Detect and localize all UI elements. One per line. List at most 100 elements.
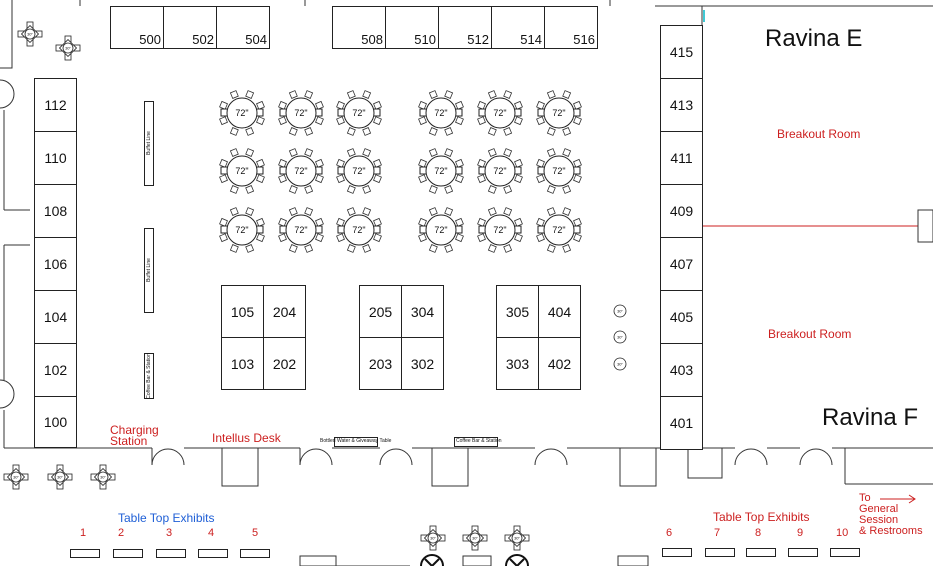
chair: [373, 100, 382, 110]
booth-504[interactable]: 504: [216, 6, 270, 49]
round-table-1[interactable]: 72": [219, 90, 265, 136]
booth-303[interactable]: 303: [496, 337, 539, 390]
round-table-17[interactable]: 72": [477, 207, 523, 253]
booth-403[interactable]: 403: [660, 343, 703, 397]
booth-512[interactable]: 512: [438, 6, 492, 49]
exhibit-number-6: 6: [666, 527, 673, 539]
chair: [546, 127, 556, 136]
booth-510[interactable]: 510: [385, 6, 439, 49]
water-giveaway-table[interactable]: [334, 437, 378, 447]
booth-404[interactable]: 404: [538, 285, 581, 338]
round-table-10[interactable]: 72": [418, 148, 464, 194]
exhibit-table-6[interactable]: [662, 548, 692, 557]
round-table-6[interactable]: 72": [536, 90, 582, 136]
chair: [278, 116, 287, 126]
booth-305[interactable]: 305: [496, 285, 539, 338]
booth-103[interactable]: 103: [221, 337, 264, 390]
cocktail-table-6[interactable]: 30": [420, 525, 446, 551]
booth-102[interactable]: 102: [34, 343, 77, 397]
cocktail-table-11[interactable]: 30": [613, 357, 627, 371]
exhibit-table-8[interactable]: [746, 548, 776, 557]
cocktail-table-10[interactable]: 30": [613, 330, 627, 344]
chair: [536, 233, 545, 243]
booth-204[interactable]: 204: [263, 285, 306, 338]
chair: [536, 158, 545, 168]
cocktail-table-7[interactable]: 30": [462, 525, 488, 551]
chair: [444, 244, 454, 253]
coffee-station-table-label: Coffee Bar & Station: [456, 438, 502, 444]
chair: [245, 207, 255, 216]
round-table-7[interactable]: 72": [219, 148, 265, 194]
chair: [288, 244, 298, 253]
chair: [546, 244, 556, 253]
booth-401[interactable]: 401: [660, 396, 703, 450]
round-table-18[interactable]: 72": [536, 207, 582, 253]
table-size-label: 72": [294, 108, 307, 118]
round-table-14[interactable]: 72": [278, 207, 324, 253]
booth-205[interactable]: 205: [359, 285, 402, 338]
cocktail-table-5[interactable]: 30": [90, 464, 116, 490]
buffet-line-lower[interactable]: [144, 228, 154, 313]
round-table-9[interactable]: 72": [336, 148, 382, 194]
cocktail-table-2[interactable]: 30": [55, 35, 81, 61]
chair: [245, 244, 255, 253]
booth-108[interactable]: 108: [34, 184, 77, 238]
round-table-11[interactable]: 72": [477, 148, 523, 194]
booth-502[interactable]: 502: [163, 6, 217, 49]
round-table-13[interactable]: 72": [219, 207, 265, 253]
chair: [573, 100, 582, 110]
coffee-station-table[interactable]: [454, 437, 498, 447]
exhibit-table-9[interactable]: [788, 548, 818, 557]
table-size-label: 72": [235, 166, 248, 176]
chair: [304, 148, 314, 157]
booth-203[interactable]: 203: [359, 337, 402, 390]
booth-100[interactable]: 100: [34, 396, 77, 448]
booth-516[interactable]: 516: [544, 6, 598, 49]
booth-112[interactable]: 112: [34, 78, 77, 132]
chair: [304, 90, 314, 99]
cocktail-table-3[interactable]: 30": [3, 464, 29, 490]
round-table-2[interactable]: 72": [278, 90, 324, 136]
exhibit-table-7[interactable]: [705, 548, 735, 557]
directions-line-1: To: [859, 492, 871, 504]
exhibit-table-2[interactable]: [113, 549, 143, 558]
booth-110[interactable]: 110: [34, 131, 77, 185]
booth-514[interactable]: 514: [491, 6, 545, 49]
exhibit-table-5[interactable]: [240, 549, 270, 558]
exhibit-table-10[interactable]: [830, 548, 860, 557]
exhibit-number-2: 2: [118, 527, 125, 539]
booth-405[interactable]: 405: [660, 290, 703, 344]
booth-411[interactable]: 411: [660, 131, 703, 185]
round-table-15[interactable]: 72": [336, 207, 382, 253]
cocktail-table-9[interactable]: 30": [613, 304, 627, 318]
booth-304[interactable]: 304: [401, 285, 444, 338]
table-top: [62, 42, 74, 54]
round-table-5[interactable]: 72": [477, 90, 523, 136]
table-size-label: 72": [352, 108, 365, 118]
booth-302[interactable]: 302: [401, 337, 444, 390]
round-table-8[interactable]: 72": [278, 148, 324, 194]
cocktail-table-8[interactable]: 30": [504, 525, 530, 551]
booth-500[interactable]: 500: [110, 6, 164, 49]
round-table-3[interactable]: 72": [336, 90, 382, 136]
buffet-line-upper[interactable]: [144, 101, 154, 186]
booth-508[interactable]: 508: [332, 6, 386, 49]
table-top: [613, 304, 627, 318]
booth-402[interactable]: 402: [538, 337, 581, 390]
coffee-station-vertical[interactable]: [144, 353, 154, 399]
table-top: [285, 97, 317, 129]
booth-202[interactable]: 202: [263, 337, 306, 390]
table-top: [511, 532, 523, 544]
exhibit-table-3[interactable]: [156, 549, 186, 558]
chair: [573, 116, 582, 126]
exhibit-number-8: 8: [755, 527, 762, 539]
round-table-16[interactable]: 72": [418, 207, 464, 253]
cocktail-table-4[interactable]: 30": [47, 464, 73, 490]
booth-407[interactable]: 407: [660, 237, 703, 291]
round-table-4[interactable]: 72": [418, 90, 464, 136]
chair: [362, 185, 372, 194]
exhibit-table-4[interactable]: [198, 549, 228, 558]
cocktail-table-1[interactable]: 30": [17, 21, 43, 47]
round-table-12[interactable]: 72": [536, 148, 582, 194]
exhibit-table-1[interactable]: [70, 549, 100, 558]
